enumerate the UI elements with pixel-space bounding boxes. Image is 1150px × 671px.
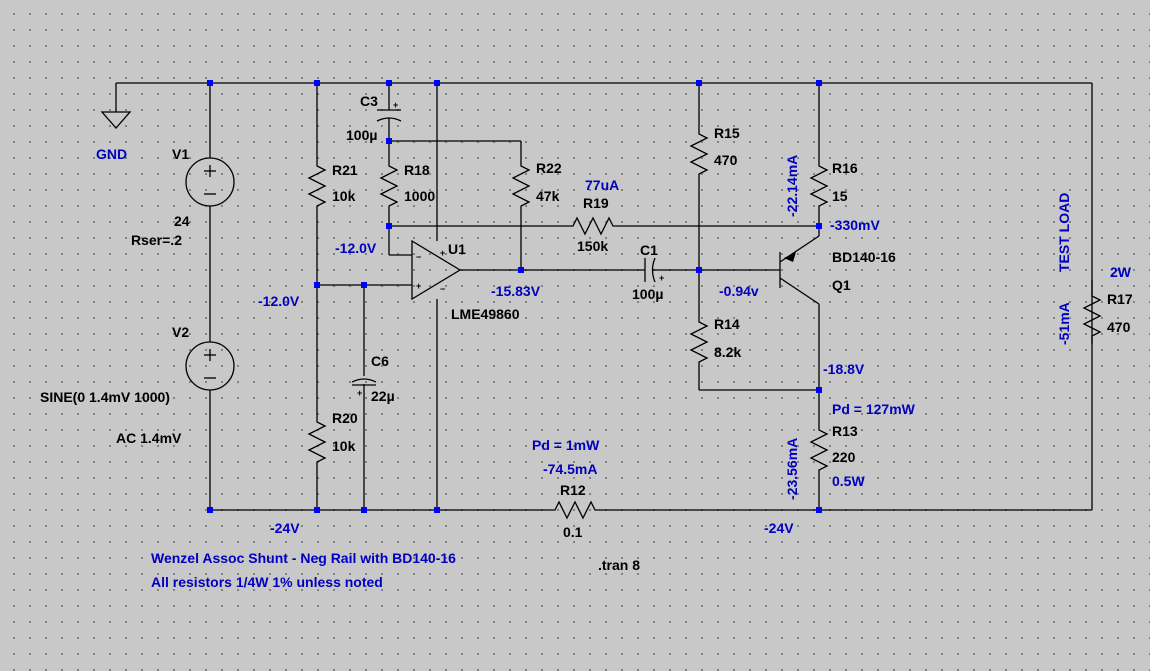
c6-ref: C6 xyxy=(371,353,389,369)
resistor-r19[interactable]: R19 150k xyxy=(557,195,623,254)
q1-ref: Q1 xyxy=(832,277,851,293)
r15-ref: R15 xyxy=(714,125,740,141)
u1-ref: U1 xyxy=(448,241,466,257)
r13-current-label: -23.56mA xyxy=(784,438,800,500)
subtitle-note: All resistors 1/4W 1% unless noted xyxy=(151,574,383,590)
c6-value: 22µ xyxy=(371,388,395,404)
right-rail-voltage: -24V xyxy=(764,520,794,536)
left-rail-voltage: -24V xyxy=(270,520,300,536)
v2-value: SINE(0 1.4mV 1000) xyxy=(40,389,170,405)
r14-ref: R14 xyxy=(714,316,740,332)
svg-text:+: + xyxy=(357,388,362,398)
u1-value: LME49860 xyxy=(451,306,520,322)
r14-value: 8.2k xyxy=(714,344,741,360)
r17-value: 470 xyxy=(1107,319,1131,335)
c1-value: 100µ xyxy=(632,286,663,302)
svg-text:+: + xyxy=(659,273,664,283)
svg-text:+: + xyxy=(440,248,445,258)
wires xyxy=(115,82,1093,511)
c1-ref: C1 xyxy=(640,242,658,258)
junction-dots xyxy=(207,80,822,513)
r18-value: 1000 xyxy=(404,188,435,204)
resistor-r18[interactable]: R18 1000 xyxy=(379,150,435,214)
tran-directive[interactable]: .tran 8 xyxy=(598,557,640,573)
r13-dissipation: Pd = 127mW xyxy=(832,401,916,417)
v2-ref: V2 xyxy=(172,324,189,340)
svg-text:+: + xyxy=(416,281,421,291)
r17-ref: R17 xyxy=(1107,291,1133,307)
q1-emitter-voltage: -330mV xyxy=(830,217,880,233)
r17-power: 2W xyxy=(1110,264,1132,280)
load-current-label: -51mA xyxy=(1056,302,1072,345)
resistor-r17[interactable]: 2W R17 470 xyxy=(1082,264,1133,344)
r19-value: 150k xyxy=(577,238,608,254)
r21-ref: R21 xyxy=(332,162,358,178)
ground-label: GND xyxy=(96,146,127,162)
r13-value: 220 xyxy=(832,449,856,465)
opamp-u1[interactable]: − + + − U1 LME49860 xyxy=(411,239,520,322)
v2-ac: AC 1.4mV xyxy=(116,430,182,446)
capacitor-c1[interactable]: + C1 100µ xyxy=(632,242,664,302)
annotations: 77uA -22.14mA -330mV -12.0V -12.0V -15.8… xyxy=(258,155,1072,536)
v1-value: 24 xyxy=(174,213,190,229)
r12-dissipation: Pd = 1mW xyxy=(532,437,600,453)
r16-ref: R16 xyxy=(832,160,858,176)
divider-voltage: -12.0V xyxy=(258,293,300,309)
r21-value: 10k xyxy=(332,188,356,204)
r12-value: 0.1 xyxy=(563,524,583,540)
r16-value: 15 xyxy=(832,188,848,204)
test-load-label: TEST LOAD xyxy=(1056,193,1072,272)
source-v2[interactable]: V2 SINE(0 1.4mV 1000) AC 1.4mV xyxy=(40,324,235,446)
r20-ref: R20 xyxy=(332,410,358,426)
q1-value: BD140-16 xyxy=(832,249,896,265)
transistor-q1[interactable]: BD140-16 Q1 xyxy=(779,235,896,305)
r13-ref: R13 xyxy=(832,423,858,439)
r18-ref: R18 xyxy=(404,162,430,178)
resistor-r15[interactable]: R15 470 xyxy=(689,118,740,182)
ground-symbol[interactable]: GND xyxy=(96,111,132,162)
r22-ref: R22 xyxy=(536,160,562,176)
r20-value: 10k xyxy=(332,438,356,454)
resistor-r21[interactable]: R21 10k xyxy=(307,150,358,214)
r12-ref: R12 xyxy=(560,482,586,498)
resistor-r20[interactable]: R20 10k xyxy=(307,406,358,470)
source-v1[interactable]: V1 24 Rser=.2 xyxy=(131,146,235,248)
svg-text:−: − xyxy=(416,252,421,262)
u1-output-voltage: -15.83V xyxy=(491,283,541,299)
r19-current-label: 77uA xyxy=(585,177,619,193)
svg-text:+: + xyxy=(393,100,398,110)
resistor-r22[interactable]: R22 47k xyxy=(511,150,562,214)
r16-current-label: -22.14mA xyxy=(784,155,800,217)
r22-value: 47k xyxy=(536,188,560,204)
r12-current-label: -74.5mA xyxy=(543,461,597,477)
c3-value: 100µ xyxy=(346,127,377,143)
title-note: Wenzel Assoc Shunt - Neg Rail with BD140… xyxy=(151,550,456,566)
capacitor-c6[interactable]: + C6 22µ xyxy=(351,353,395,404)
r15-value: 470 xyxy=(714,152,738,168)
q1-base-voltage: -0.94v xyxy=(719,283,759,299)
v1-ref: V1 xyxy=(172,146,189,162)
q1-collector-voltage: -18.8V xyxy=(823,361,865,377)
resistor-r16[interactable]: R16 15 xyxy=(809,150,858,214)
r13-power: 0.5W xyxy=(832,473,865,489)
resistor-r14[interactable]: R14 8.2k xyxy=(689,306,741,370)
notes: Wenzel Assoc Shunt - Neg Rail with BD140… xyxy=(151,550,640,590)
u1-inverting-voltage: -12.0V xyxy=(335,240,377,256)
capacitor-c3[interactable]: + C3 100µ xyxy=(346,93,402,143)
v1-rser: Rser=.2 xyxy=(131,232,182,248)
resistor-r13[interactable]: R13 220 0.5W xyxy=(809,414,865,489)
resistor-r12[interactable]: R12 0.1 xyxy=(545,482,598,540)
c3-ref: C3 xyxy=(360,93,378,109)
r19-ref: R19 xyxy=(583,195,609,211)
svg-text:−: − xyxy=(440,284,445,294)
